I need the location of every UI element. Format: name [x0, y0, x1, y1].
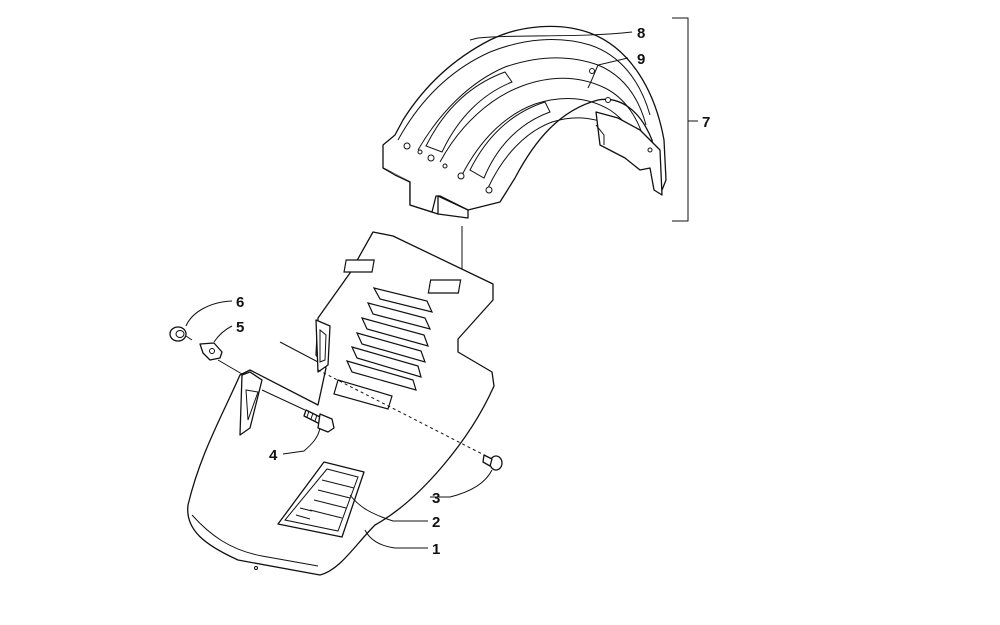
rear-fender-assembly	[382, 25, 667, 219]
callout-7: 7	[702, 114, 710, 131]
mounting-clip	[199, 342, 223, 361]
callout-4: 4	[269, 447, 278, 464]
callout-5: 5	[236, 319, 244, 336]
fastener-axis	[317, 369, 491, 459]
leader-lines	[185, 31, 633, 549]
callout-1: 1	[432, 541, 440, 558]
callout-7-bracket	[672, 17, 698, 222]
fastener-axis-clip	[217, 359, 243, 375]
callout-6: 6	[236, 294, 244, 311]
callout-9: 9	[637, 51, 645, 68]
fastener-axis-left	[279, 341, 319, 363]
fastener-axis-bolt	[261, 389, 306, 411]
warning-decal	[277, 461, 365, 538]
push-rivet	[482, 454, 503, 471]
snow-flap	[187, 231, 495, 576]
callout-8: 8	[637, 25, 645, 42]
hex-bolt	[303, 409, 335, 433]
lock-nut	[169, 326, 193, 342]
callout-3: 3	[432, 490, 440, 507]
callout-2: 2	[432, 514, 440, 531]
louver-slots	[333, 287, 434, 410]
